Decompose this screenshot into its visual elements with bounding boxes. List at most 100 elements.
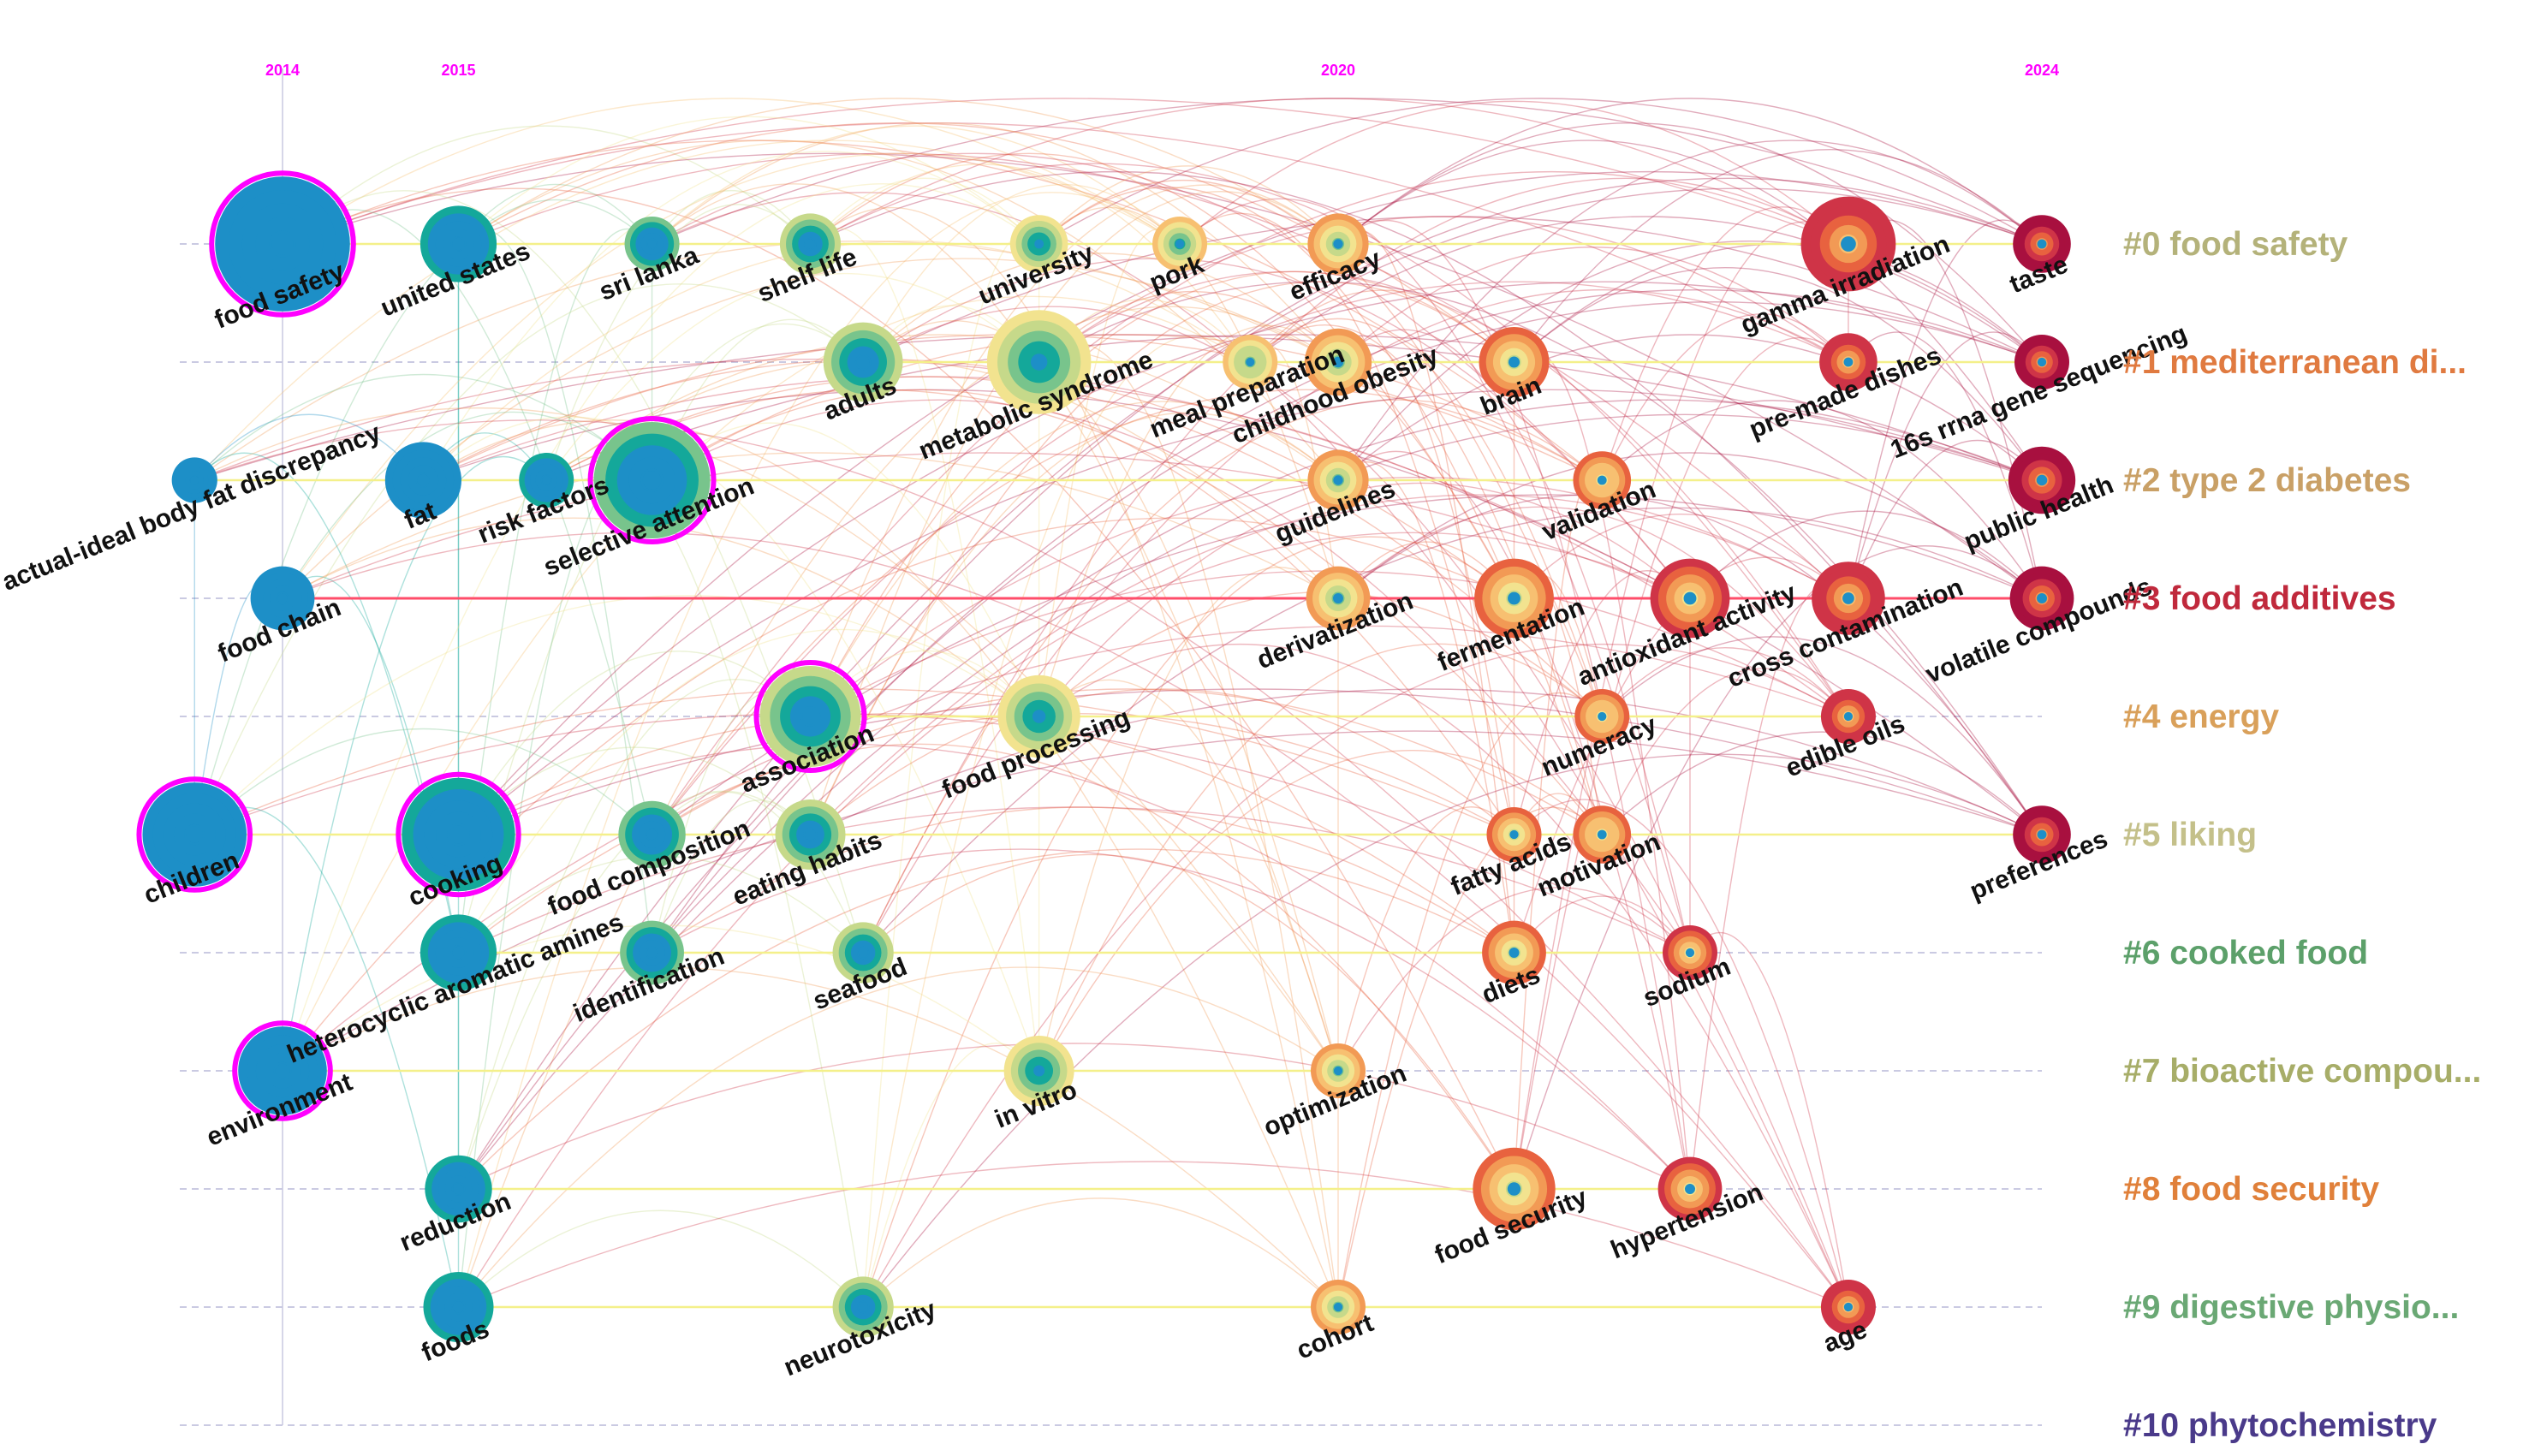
cluster-label[interactable]: #5 liking	[2123, 817, 2257, 853]
keyword-node[interactable]	[2009, 566, 2074, 631]
link-arc	[652, 422, 1040, 717]
keyword-node[interactable]	[1574, 689, 1630, 744]
keyword-node[interactable]	[997, 675, 1080, 758]
keyword-node[interactable]	[209, 170, 356, 318]
keyword-node[interactable]	[618, 800, 686, 869]
keyword-node[interactable]	[1479, 327, 1550, 397]
link-arc	[282, 966, 1339, 1308]
link-arc	[282, 452, 1691, 599]
keyword-node[interactable]	[171, 457, 217, 503]
node-core	[271, 233, 294, 255]
node-core	[2037, 239, 2047, 249]
keyword-node[interactable]	[1573, 451, 1632, 509]
link-arc	[458, 713, 1514, 954]
keyword-node[interactable]	[1311, 1043, 1366, 1098]
cluster-label[interactable]: #7 bioactive compou...	[2123, 1053, 2481, 1090]
keyword-node[interactable]	[832, 922, 894, 984]
keyword-node[interactable]	[2013, 215, 2071, 273]
link-arc	[423, 389, 2043, 835]
keyword-node[interactable]	[753, 660, 867, 773]
keyword-node[interactable]	[986, 310, 1092, 414]
keyword-node[interactable]	[232, 1020, 333, 1121]
cluster-label[interactable]: #0 food safety	[2123, 226, 2348, 263]
cluster-label[interactable]: #9 digestive physio...	[2123, 1289, 2459, 1326]
link-arc	[1337, 692, 1603, 1308]
cluster-label[interactable]: #2 type 2 diabetes	[2123, 462, 2411, 499]
link-arc	[457, 306, 1339, 1308]
node-core	[1509, 948, 1520, 958]
keyword-node[interactable]	[1663, 925, 1717, 980]
link-arc	[862, 253, 1339, 363]
link-arc	[282, 411, 653, 599]
keyword-node[interactable]	[519, 453, 574, 508]
keyword-node[interactable]	[1820, 1280, 1876, 1334]
keyword-node[interactable]	[1473, 1147, 1556, 1231]
keyword-node[interactable]	[1306, 566, 1371, 631]
keyword-node[interactable]	[1307, 213, 1369, 275]
keyword-node[interactable]	[587, 416, 717, 544]
keyword-node[interactable]	[1812, 562, 1885, 635]
node-core	[453, 1183, 464, 1195]
node-core	[1030, 354, 1048, 371]
link-arc	[1249, 324, 1603, 835]
keyword-node[interactable]	[1573, 805, 1632, 864]
keyword-node[interactable]	[423, 1272, 494, 1342]
node-core	[1333, 1302, 1343, 1312]
link-arc	[193, 728, 653, 835]
link-arc	[1337, 494, 2043, 835]
keyword-node[interactable]	[2013, 805, 2071, 864]
keyword-node[interactable]	[1650, 558, 1730, 639]
keyword-node[interactable]	[1152, 217, 1208, 271]
link-arc	[458, 848, 1514, 1190]
link-arc	[193, 413, 424, 481]
keyword-node[interactable]	[420, 914, 497, 991]
keyword-node[interactable]	[1486, 807, 1542, 862]
keyword-label: actual-ideal body fat discrepancy	[0, 419, 385, 597]
node-core	[805, 239, 816, 249]
keyword-node[interactable]	[1482, 920, 1546, 985]
node-core	[1508, 591, 1520, 605]
keyword-node[interactable]	[420, 205, 497, 282]
keyword-node[interactable]	[1311, 1280, 1366, 1334]
cluster-label[interactable]: #8 food security	[2123, 1171, 2379, 1208]
link-arc	[458, 746, 811, 835]
node-core	[1841, 236, 1856, 252]
keyword-node[interactable]	[136, 776, 253, 893]
keyword-node[interactable]	[1657, 1156, 1723, 1221]
keyword-node[interactable]	[1009, 215, 1068, 273]
cluster-label[interactable]: #4 energy	[2123, 698, 2279, 735]
keyword-node[interactable]	[775, 799, 846, 870]
link-arc	[1513, 336, 1849, 1190]
link-arc	[652, 334, 1603, 481]
keyword-node[interactable]	[1304, 328, 1372, 396]
link-arc	[282, 455, 547, 1072]
keyword-node[interactable]	[1003, 1036, 1074, 1106]
keyword-node[interactable]	[1819, 333, 1877, 391]
link-arc	[1337, 334, 2043, 481]
keyword-node[interactable]	[624, 217, 680, 271]
link-arc	[1337, 806, 1603, 1308]
keyword-node[interactable]	[823, 322, 903, 402]
keyword-node[interactable]	[779, 213, 842, 275]
cluster-label[interactable]: #6 cooked food	[2123, 935, 2368, 972]
cluster-label[interactable]: #1 mediterranean di...	[2123, 344, 2467, 381]
keyword-node[interactable]	[1307, 449, 1369, 511]
link-arc	[1038, 324, 1339, 717]
link-arc	[458, 152, 1849, 599]
keyword-node[interactable]	[396, 771, 521, 898]
keyword-node[interactable]	[832, 1276, 894, 1338]
keyword-node[interactable]	[1820, 689, 1876, 744]
keyword-node[interactable]	[1223, 335, 1278, 389]
keyword-node[interactable]	[1800, 196, 1896, 292]
node-core	[2037, 357, 2047, 367]
keyword-node[interactable]	[425, 1155, 492, 1223]
keyword-node[interactable]	[620, 920, 684, 985]
cluster-label[interactable]: #10 phytochemistry	[2123, 1407, 2437, 1444]
keyword-node[interactable]	[250, 566, 315, 631]
keyword-node[interactable]	[2014, 335, 2069, 389]
keyword-node[interactable]	[2008, 446, 2076, 514]
link-arc	[810, 494, 1849, 835]
keyword-node[interactable]	[1474, 558, 1554, 639]
keyword-node[interactable]	[384, 442, 461, 519]
cluster-label[interactable]: #3 food additives	[2123, 580, 2396, 617]
